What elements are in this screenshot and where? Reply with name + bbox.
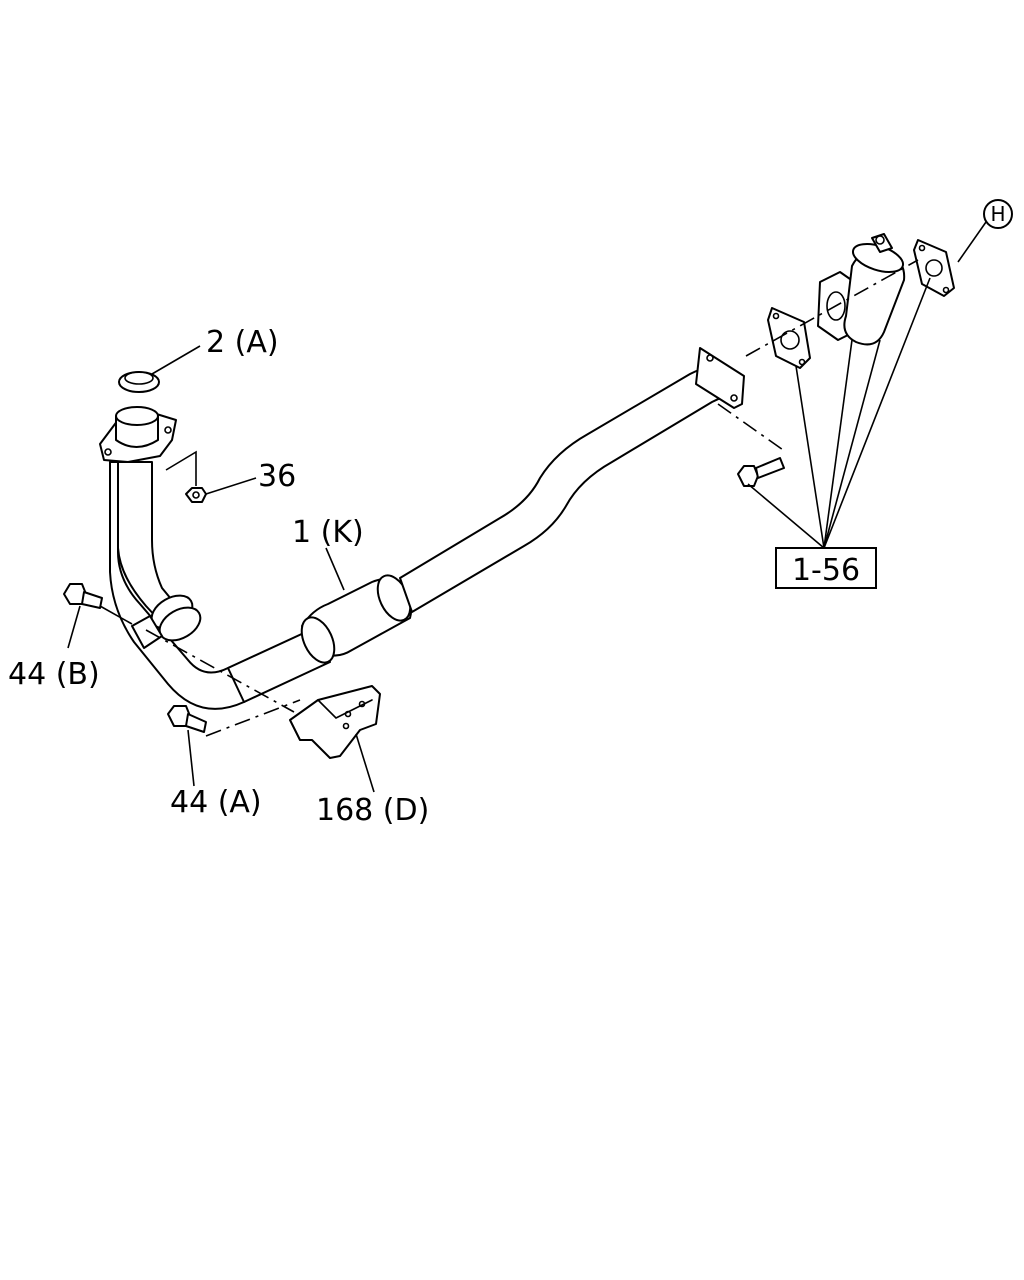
front-flange-group — [99, 371, 177, 463]
connection-marker: H — [983, 199, 1013, 229]
callout-36: 36 — [258, 459, 296, 494]
bolt-44b — [63, 583, 103, 609]
callout-44a: 44 (A) — [170, 785, 262, 820]
rear-pipe — [399, 367, 737, 613]
flange-bolt-hole — [104, 448, 112, 456]
rear-bolt — [737, 457, 785, 487]
outlet-gasket — [913, 239, 955, 297]
reference-label: 1-56 — [792, 553, 860, 588]
rear-gasket — [767, 307, 811, 369]
flange-collar-top — [115, 406, 159, 426]
flange-bolt-hole — [164, 426, 172, 434]
flange-bolt-hole — [730, 394, 738, 402]
connection-marker-label: H — [990, 202, 1005, 226]
flange-bolt-hole — [706, 354, 714, 362]
callout-2a: 2 (A) — [206, 325, 279, 360]
ring-gasket — [118, 371, 160, 393]
rear-flange — [695, 347, 745, 409]
pipe-bracket — [131, 615, 163, 649]
intermediate-pipe — [227, 631, 331, 703]
callout-1k: 1 (K) — [292, 515, 364, 550]
reference-box: 1-56 — [775, 547, 877, 589]
callout-44b: 44 (B) — [8, 657, 100, 692]
ring-gasket-inner — [124, 371, 154, 385]
bolt-44a — [167, 705, 207, 733]
callout-168d: 168 (D) — [316, 793, 429, 828]
alignment-lines — [145, 259, 919, 737]
leader-lines — [67, 221, 987, 793]
exhaust-pipe-assembly — [109, 347, 745, 710]
mounting-bracket — [289, 685, 381, 759]
flange-nut — [185, 487, 207, 503]
rear-parts-group — [767, 233, 955, 369]
converter-end-ring — [300, 616, 336, 664]
